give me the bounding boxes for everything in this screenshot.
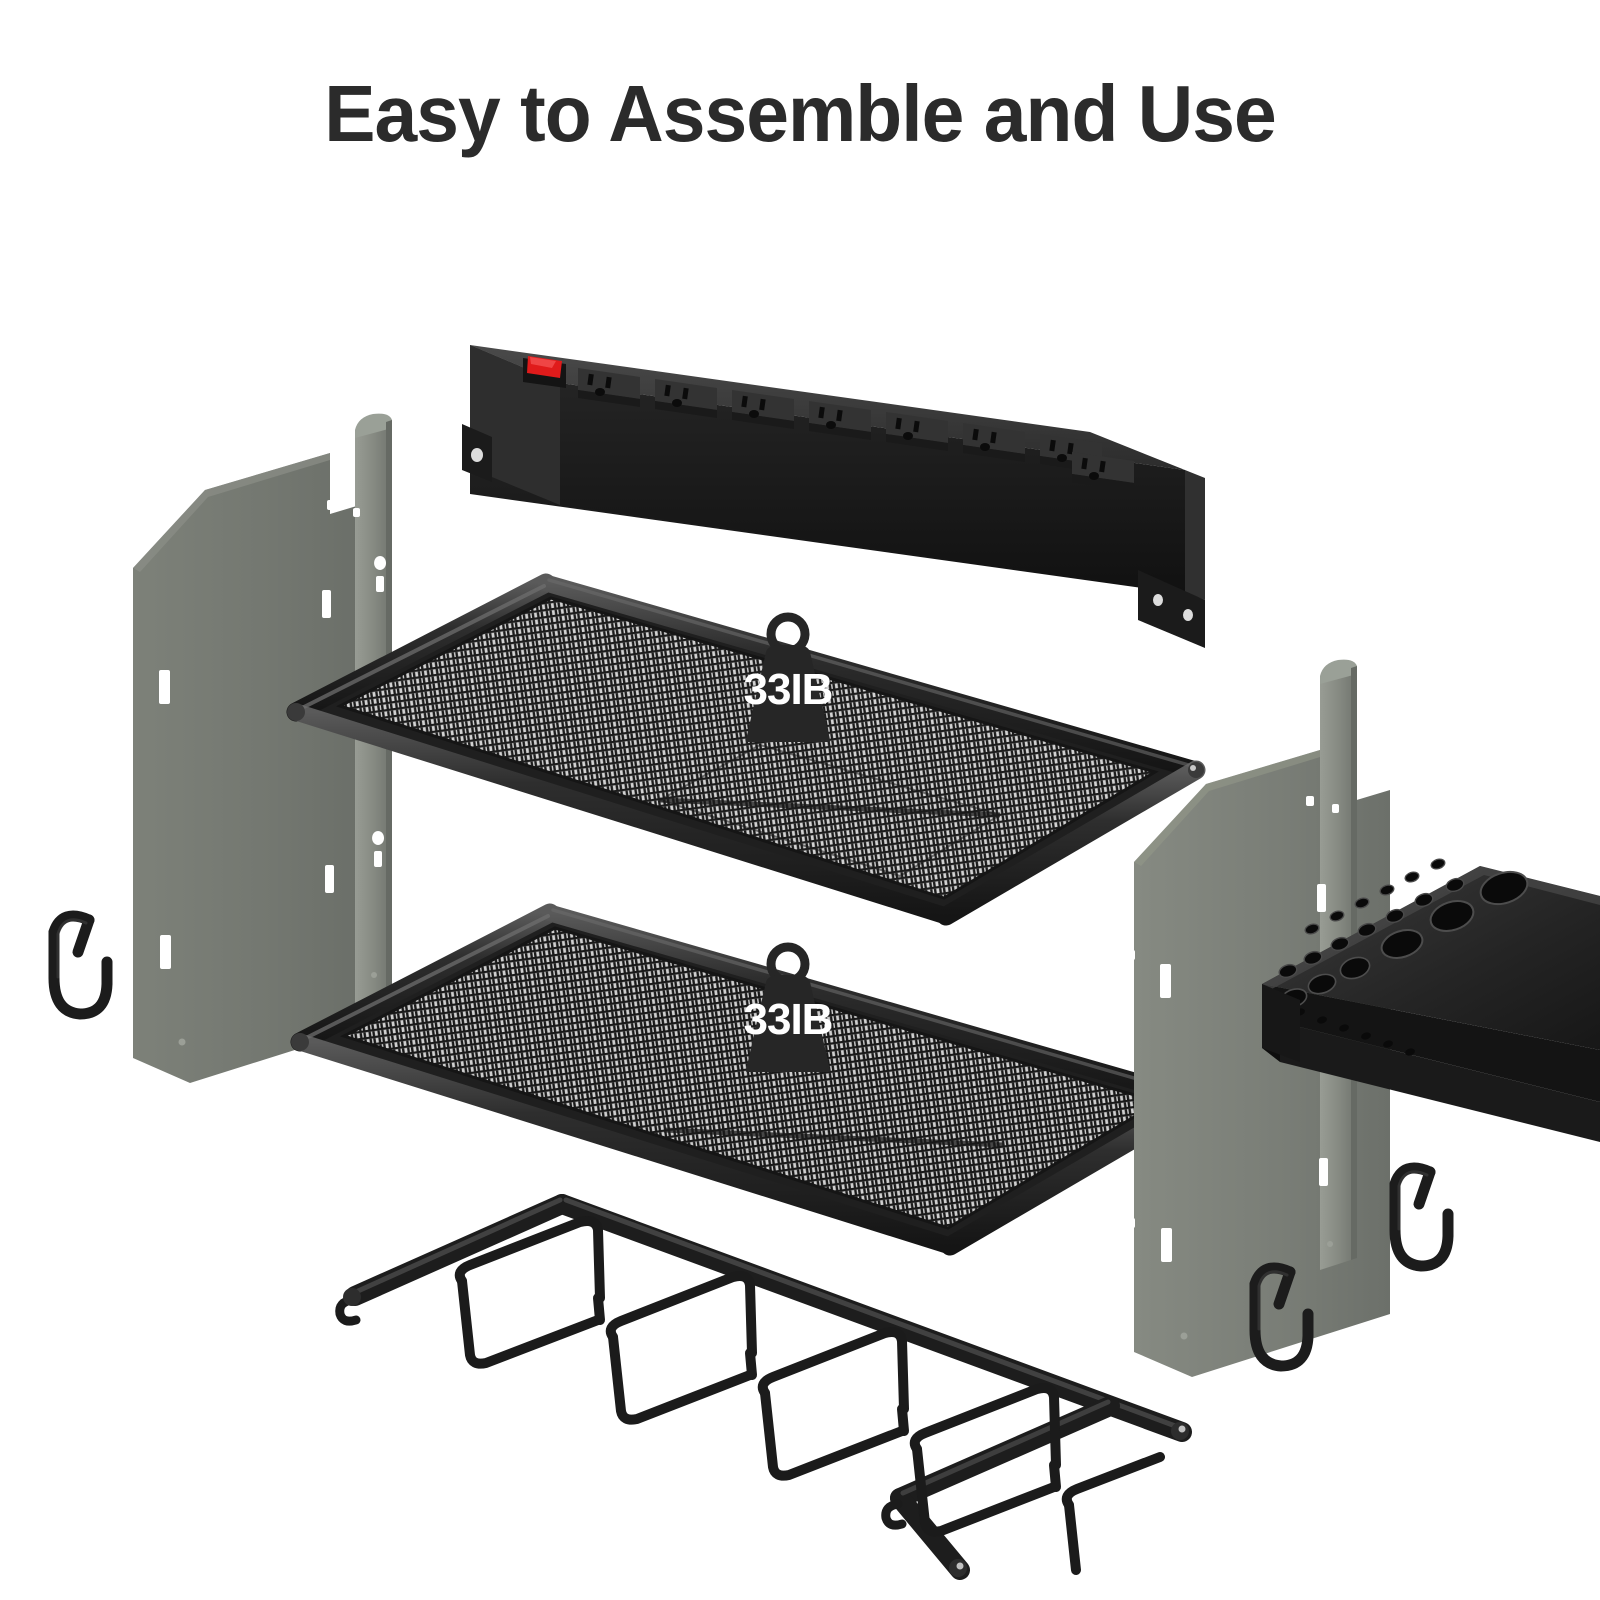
- wire-loop: [909, 1383, 1061, 1537]
- wire-loop: [605, 1271, 757, 1425]
- tool-holder-tray: [1262, 858, 1600, 1142]
- s-hook-right-lower: [1257, 1270, 1289, 1331]
- shelf-bottom: [290, 903, 1210, 1256]
- left-side-panel: [124, 413, 392, 1083]
- wire-loop: [757, 1327, 909, 1481]
- s-hook-right-upper: [1389, 1162, 1454, 1272]
- outlet-group: [578, 368, 1134, 491]
- wire-tool-rack: [335, 1194, 1192, 1580]
- rocker-switch[interactable]: [523, 356, 566, 388]
- wire-loop: [454, 1216, 605, 1369]
- s-hook-left: [56, 918, 88, 979]
- wire-loop: [1061, 1452, 1165, 1575]
- right-side-panel: [1128, 659, 1390, 1377]
- power-strip: [462, 345, 1205, 648]
- s-hook-right-upper: [1397, 1170, 1429, 1231]
- page-title: Easy to Assemble and Use: [324, 69, 1277, 158]
- s-hook-left: [48, 910, 113, 1020]
- shelf-top: [286, 573, 1206, 926]
- s-hook-right-lower: [1249, 1262, 1314, 1372]
